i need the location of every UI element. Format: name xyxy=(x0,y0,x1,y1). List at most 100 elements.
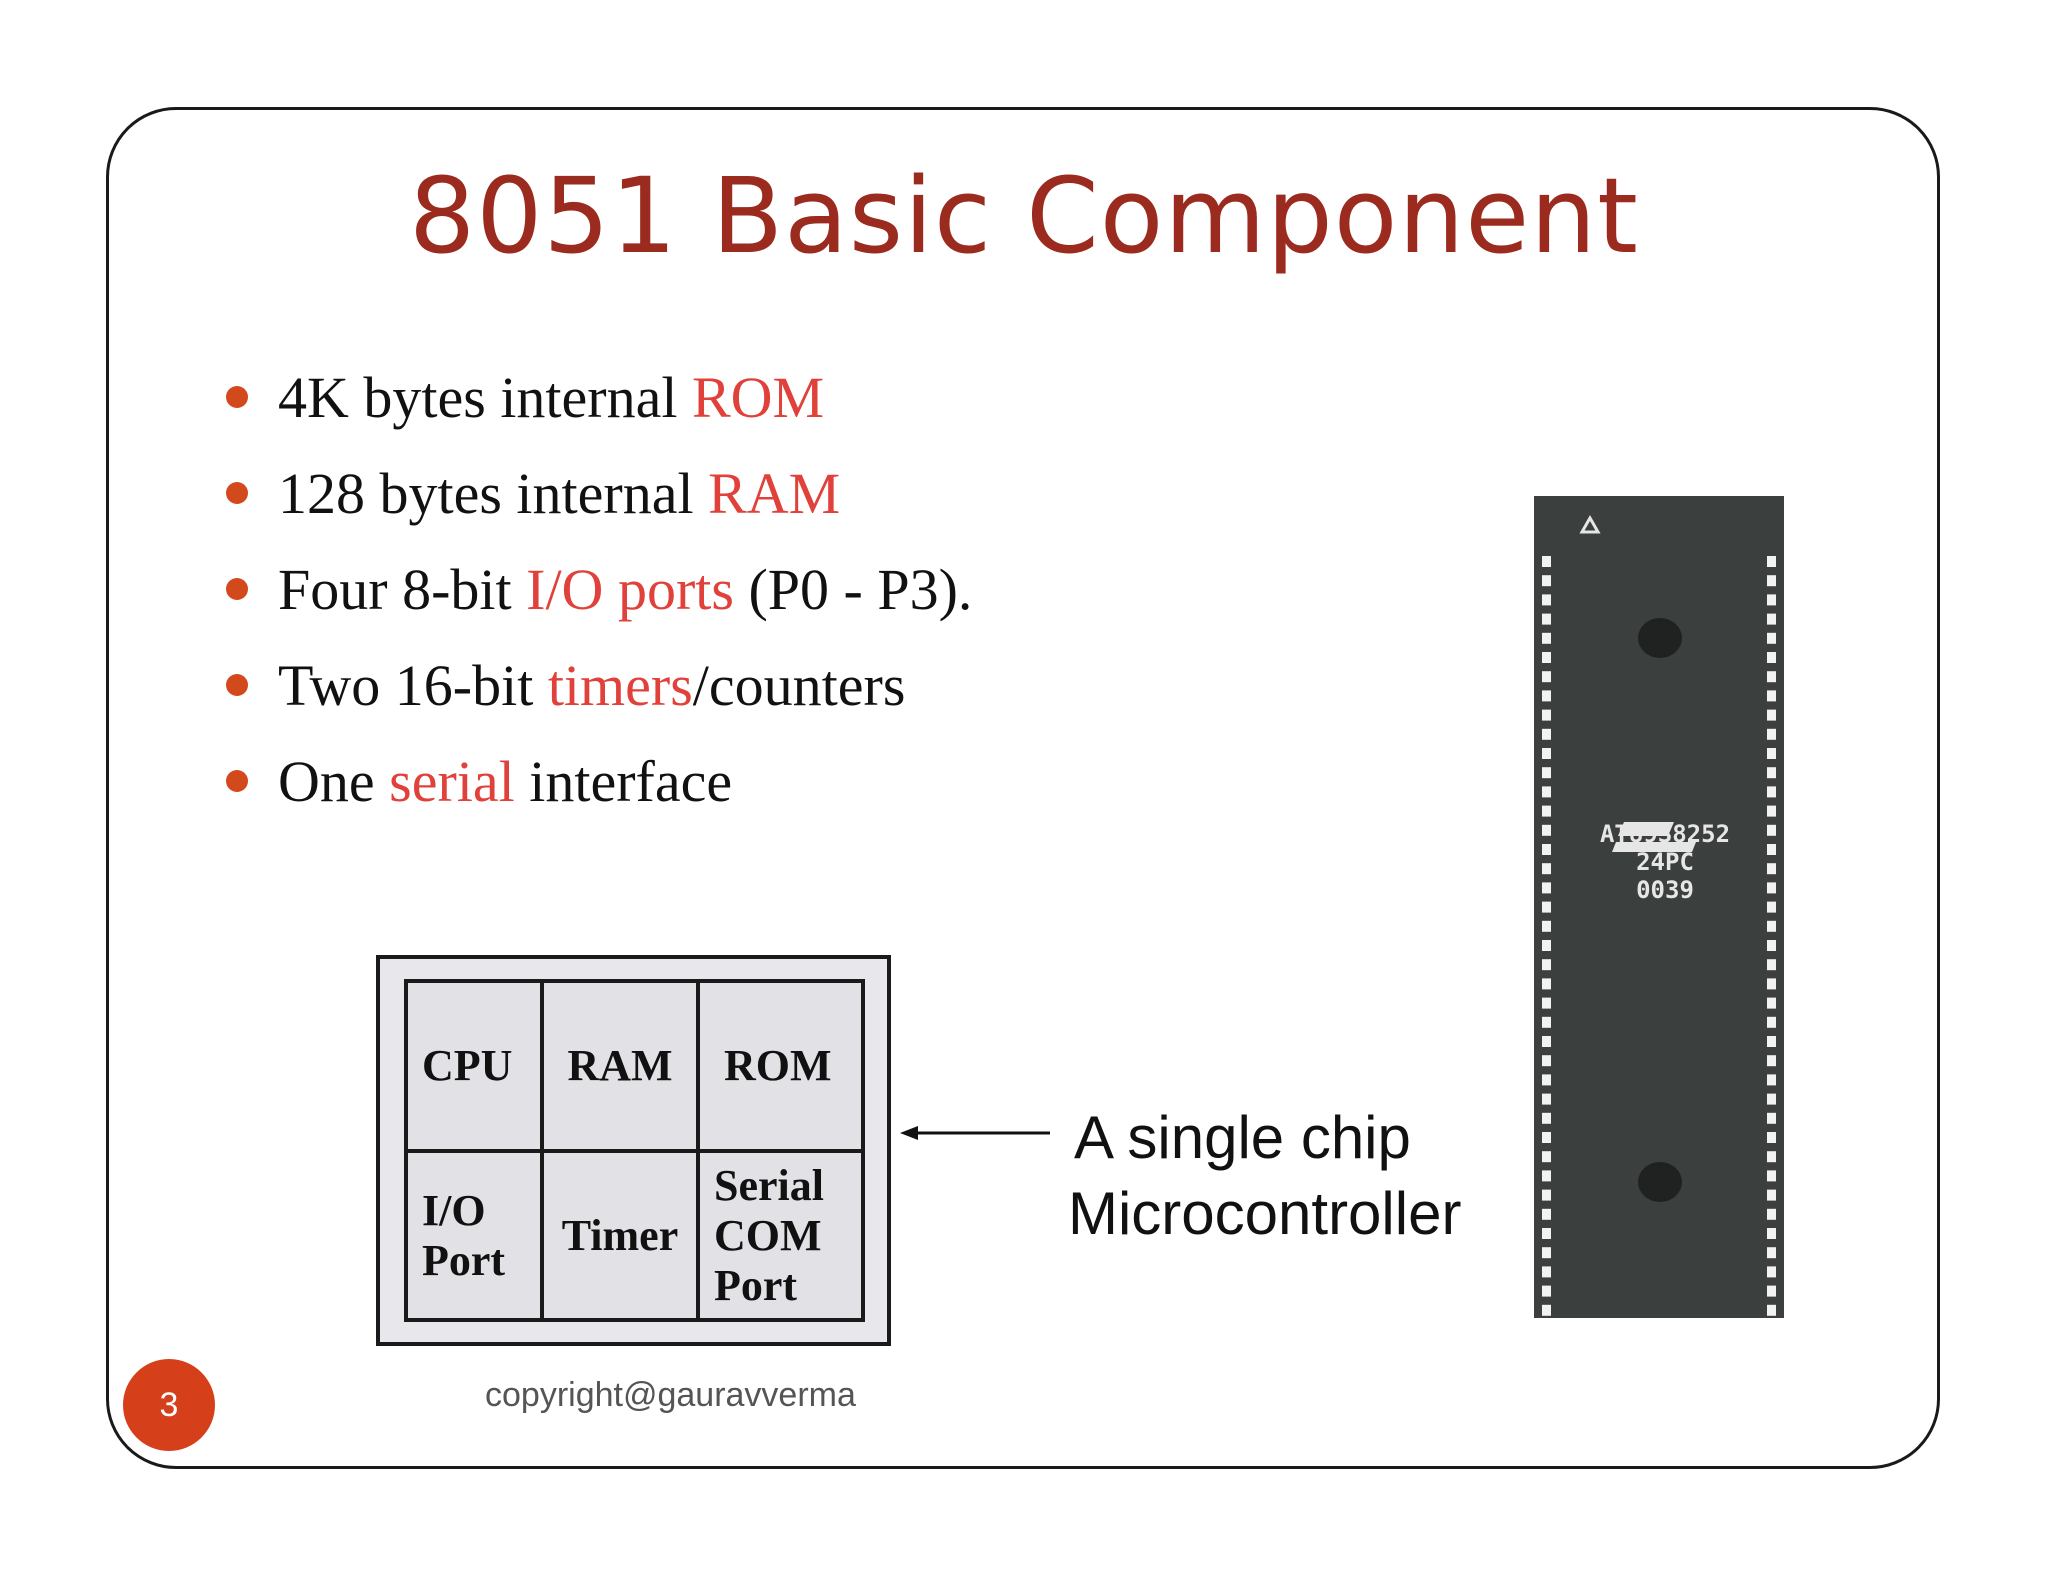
bullet-keyword: ROM xyxy=(691,365,825,430)
copyright-text: copyright@gauravverma xyxy=(485,1376,856,1414)
chip-speed-code: 24PC xyxy=(1636,848,1694,876)
bullet-text: Four 8-bit xyxy=(278,557,527,622)
chip-pin-left xyxy=(1542,978,1551,990)
chip-pin-left xyxy=(1542,920,1551,932)
bullet-item: Two 16-bit timers/counters xyxy=(222,650,972,746)
page-number: 3 xyxy=(159,1385,179,1424)
chip-pin-right xyxy=(1767,920,1776,932)
chip-pin-right xyxy=(1767,594,1776,606)
chip-pin-left xyxy=(1542,1189,1551,1201)
chip-pin-right xyxy=(1767,1151,1776,1163)
chip-pin-left xyxy=(1542,882,1551,894)
chip-pin-left xyxy=(1542,1093,1551,1105)
chip-pin-right xyxy=(1767,690,1776,702)
chip-pin-right xyxy=(1767,844,1776,855)
chip-pin-left xyxy=(1542,1304,1551,1316)
bullet-item: Four 8-bit I/O ports (P0 - P3). xyxy=(222,554,972,650)
chip-pin-right xyxy=(1767,728,1776,740)
chip-pin-left xyxy=(1542,959,1551,971)
chip-pin-right xyxy=(1767,1285,1776,1297)
chip-pin-right xyxy=(1767,1074,1776,1086)
chip-caption: A single chip Microcontroller xyxy=(1068,1100,1461,1252)
chip-pin-left xyxy=(1542,1055,1551,1067)
rom-label: ROM xyxy=(724,1041,832,1090)
bullet-keyword: I/O ports xyxy=(526,557,734,622)
chip-pin-left xyxy=(1542,1074,1551,1086)
chip-pin-left xyxy=(1542,1285,1551,1297)
chip-pin-right xyxy=(1767,709,1776,721)
ram-label: RAM xyxy=(567,1041,673,1090)
chip-pin-right xyxy=(1767,613,1776,625)
ram-block: RAM xyxy=(544,983,700,1153)
chip-pin-right xyxy=(1767,1093,1776,1105)
chip-pin-left xyxy=(1542,844,1551,855)
chip-pin-right xyxy=(1767,1170,1776,1182)
chip-pin-left xyxy=(1542,1036,1551,1047)
chip-pin-left xyxy=(1542,1151,1551,1163)
cpu-label: CPU xyxy=(422,1041,513,1090)
chip-pin-left xyxy=(1542,728,1551,740)
chip-pin-left xyxy=(1542,671,1551,683)
chip-pin-right xyxy=(1767,1208,1776,1220)
chip-pin-left xyxy=(1542,632,1551,644)
io-port-label: Port xyxy=(422,1235,506,1285)
bullet-text: interface xyxy=(514,749,733,814)
chip-pin-left xyxy=(1542,709,1551,721)
cpu-block: CPU xyxy=(408,983,544,1153)
bullet-item: 4K bytes internal ROM xyxy=(222,362,972,458)
timer-block: Timer xyxy=(544,1153,700,1318)
bullet-dot-icon xyxy=(226,386,248,408)
bullet-dot-icon xyxy=(226,674,248,696)
caption-line-1: A single chip xyxy=(1074,1104,1411,1171)
caption-line-2: Microcontroller xyxy=(1068,1180,1462,1247)
chip-pin-right xyxy=(1767,1132,1776,1143)
chip-pin-right xyxy=(1767,863,1776,875)
chip-pin-right xyxy=(1767,748,1776,759)
chip-pin-left xyxy=(1542,767,1551,779)
bullet-item: One serial interface xyxy=(222,746,972,842)
chip-pin-right xyxy=(1767,978,1776,990)
block-diagram: CPU RAM ROM I/O Port Timer Serial COM Po… xyxy=(376,955,891,1346)
bullet-text: /counters xyxy=(692,653,906,718)
rom-block: ROM xyxy=(700,983,861,1153)
chip-pin-right xyxy=(1767,1189,1776,1201)
chip-pin-right xyxy=(1767,959,1776,971)
chip-pin-right xyxy=(1767,901,1776,913)
chip-pin-right xyxy=(1767,1112,1776,1124)
chip-pin-right xyxy=(1767,652,1776,663)
timer-label: Timer xyxy=(561,1210,679,1260)
chip-pin-right xyxy=(1767,824,1776,836)
chip-pin-left xyxy=(1542,748,1551,759)
serial-label: Serial xyxy=(714,1160,824,1210)
chip-pin-right xyxy=(1767,1016,1776,1028)
chip-pin-right xyxy=(1767,671,1776,683)
chip-date-code: 0039 xyxy=(1636,876,1694,904)
bullet-keyword: serial xyxy=(389,749,515,814)
chip-pin-left xyxy=(1542,901,1551,913)
chip-pin-left xyxy=(1542,1132,1551,1143)
bullet-dot-icon xyxy=(226,770,248,792)
chip-pin-right xyxy=(1767,1266,1776,1278)
chip-pin-right xyxy=(1767,1036,1776,1047)
atmel-logo-icon xyxy=(1612,822,1696,852)
bullet-item: 128 bytes internal RAM xyxy=(222,458,972,554)
chip-pin-left xyxy=(1542,997,1551,1009)
chip-pin-left xyxy=(1542,1247,1551,1259)
bullet-text: (P0 - P3). xyxy=(733,557,973,622)
chip-pin-left xyxy=(1542,575,1551,587)
bullet-dot-icon xyxy=(226,482,248,504)
chip-pin-left xyxy=(1542,1266,1551,1278)
chip-pin-left xyxy=(1542,1170,1551,1182)
chip-pin-right xyxy=(1767,575,1776,587)
chip-pin-left xyxy=(1542,824,1551,836)
chip-pin-left xyxy=(1542,1112,1551,1124)
chip-pin-left xyxy=(1542,594,1551,606)
chip-pin-right xyxy=(1767,1247,1776,1259)
chip-pin-right xyxy=(1767,767,1776,779)
chip-pin-right xyxy=(1767,1228,1776,1239)
chip-pin-left xyxy=(1542,1228,1551,1239)
bullet-dot-icon xyxy=(226,578,248,600)
chip-pin-left xyxy=(1542,786,1551,798)
io-port-block: I/O Port xyxy=(408,1153,544,1318)
